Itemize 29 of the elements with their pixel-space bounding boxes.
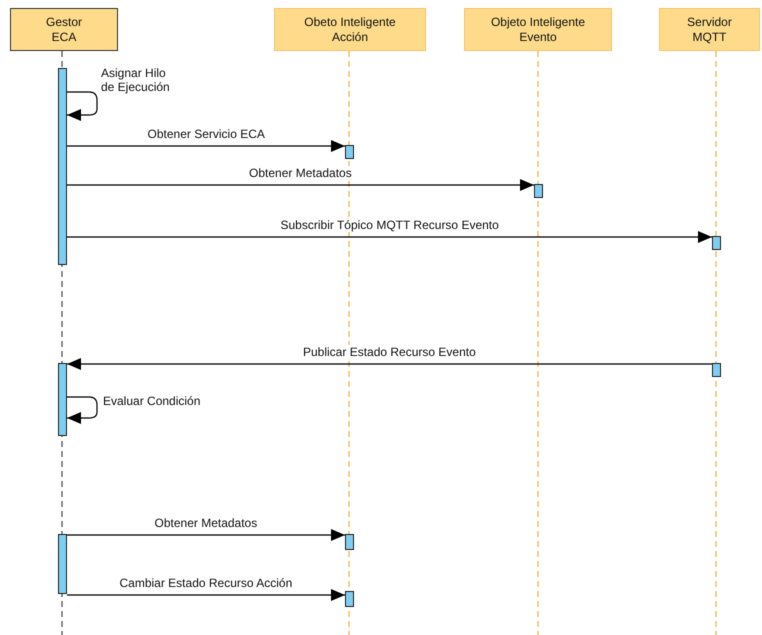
- participant-box: Gestor ECA: [10, 8, 118, 51]
- activation-bar: [712, 236, 721, 250]
- activation-bar: [58, 534, 67, 594]
- message-arrow: [67, 396, 98, 424]
- message-arrow: [67, 358, 712, 370]
- message-label: Cambiar Estado Recurso Acción: [118, 576, 294, 590]
- message-label: Publicar Estado Recurso Evento: [302, 345, 477, 359]
- participant-box: Servidor MQTT: [659, 8, 760, 51]
- message-label: Obtener Metadatos: [154, 516, 258, 530]
- activation-bar: [345, 534, 354, 550]
- participant-box: Obeto Inteligente Acción: [274, 8, 426, 51]
- message-arrow: [67, 140, 345, 152]
- message-arrow: [67, 589, 345, 601]
- activation-bar: [345, 591, 354, 607]
- message-arrow: [67, 231, 712, 243]
- message-arrow: [67, 529, 345, 541]
- message-label: Asignar Hilo de Ejecución: [100, 66, 171, 94]
- activation-bar: [58, 363, 67, 436]
- message-arrow: [67, 179, 534, 191]
- activation-bar: [345, 145, 354, 159]
- activation-bar: [58, 68, 67, 265]
- participant-box: Objeto Inteligente Evento: [464, 8, 612, 51]
- message-label: Evaluar Condición: [102, 394, 202, 408]
- activation-bar: [534, 184, 543, 198]
- message-label: Subscribir Tópico MQTT Recurso Evento: [280, 218, 500, 232]
- message-label: Obtener Servicio ECA: [146, 127, 266, 141]
- activation-bar: [712, 363, 721, 377]
- message-label: Obtener Metadatos: [248, 166, 353, 180]
- message-arrow: [67, 91, 98, 121]
